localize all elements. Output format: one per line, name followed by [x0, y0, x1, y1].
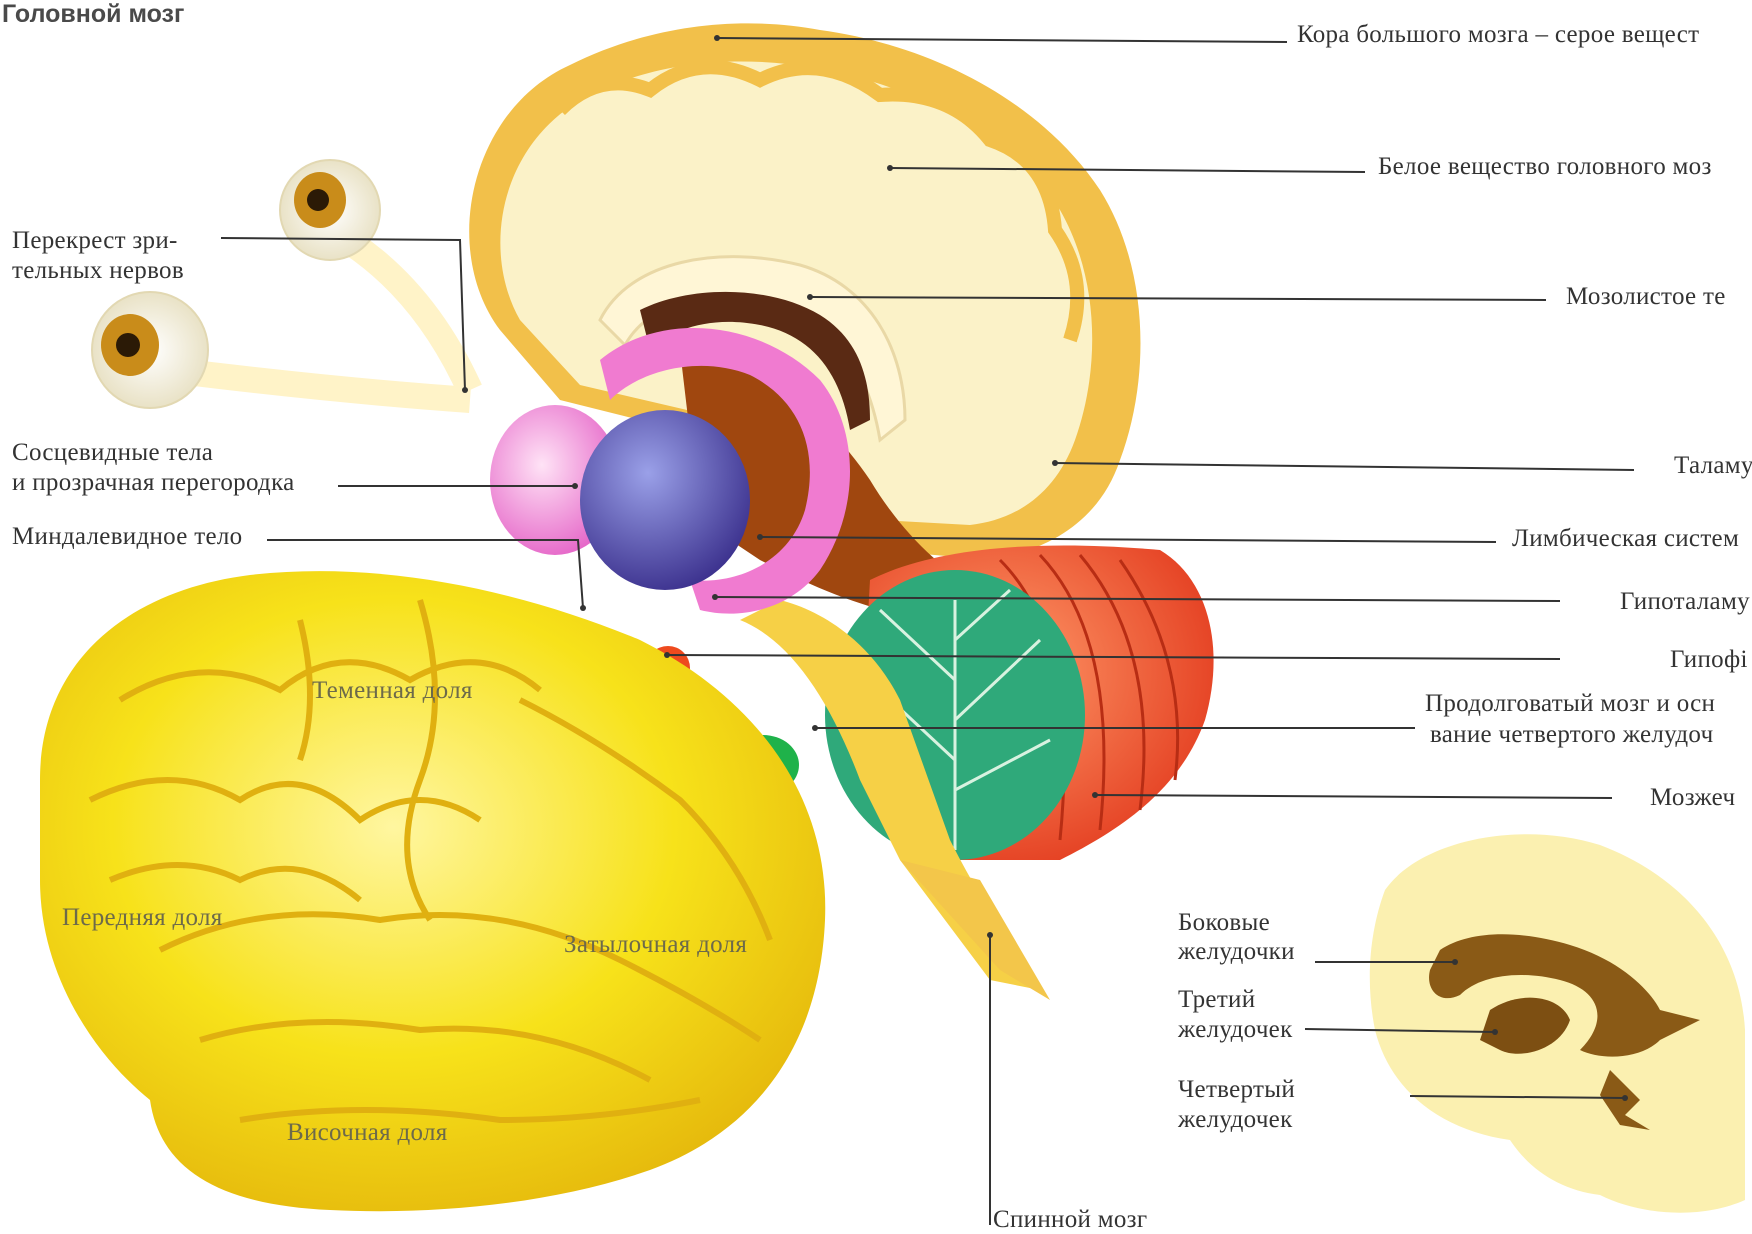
label-third-ventricle-line1: Третий [1178, 985, 1255, 1014]
eye-icon [92, 292, 208, 408]
label-lateral-ventricles-line1: Боковые [1178, 908, 1270, 937]
label-white-matter: Белое вещество головного моз [1378, 152, 1712, 181]
label-optic-chiasm-line1: Перекрест зри- [12, 226, 178, 255]
eye-icon [280, 160, 380, 260]
label-frontal-lobe: Передняя доля [62, 903, 223, 932]
label-mammillary-line2: и прозрачная перегородка [12, 468, 295, 497]
label-lateral-ventricles-line2: желудочки [1178, 937, 1295, 966]
label-parietal-lobe: Теменная доля [312, 676, 473, 705]
label-thalamus: Таламу [1674, 451, 1752, 480]
label-cerebellum: Мозжеч [1650, 783, 1735, 812]
label-medulla-line2: вание четвертого желудоч [1430, 720, 1713, 749]
label-limbic-system: Лимбическая систем [1512, 524, 1739, 553]
label-pituitary: Гипофі [1670, 645, 1748, 674]
amygdala [580, 410, 750, 590]
optic-nerve [170, 370, 470, 400]
label-mammillary-line1: Сосцевидные тела [12, 438, 213, 467]
label-temporal-lobe: Височная доля [287, 1118, 448, 1147]
label-hypothalamus: Гипоталаму [1620, 587, 1750, 616]
label-optic-chiasm-line2: тельных нервов [12, 256, 184, 285]
label-cortex: Кора большого мозга – серое вещест [1297, 20, 1699, 49]
label-spinal-cord: Спинной мозг [993, 1205, 1147, 1234]
label-amygdala: Миндалевидное тело [12, 522, 242, 551]
label-fourth-ventricle-line1: Четвертый [1178, 1075, 1295, 1104]
label-medulla-line1: Продолговатый мозг и осн [1425, 689, 1715, 718]
label-fourth-ventricle-line2: желудочек [1178, 1105, 1293, 1134]
label-corpus-callosum: Мозолистое те [1566, 282, 1726, 311]
spinal-cord [900, 860, 1050, 1000]
label-third-ventricle-line2: желудочек [1178, 1015, 1293, 1044]
label-occipital-lobe: Затылочная доля [564, 930, 747, 959]
diagram-title: Головной мозг [2, 0, 184, 29]
